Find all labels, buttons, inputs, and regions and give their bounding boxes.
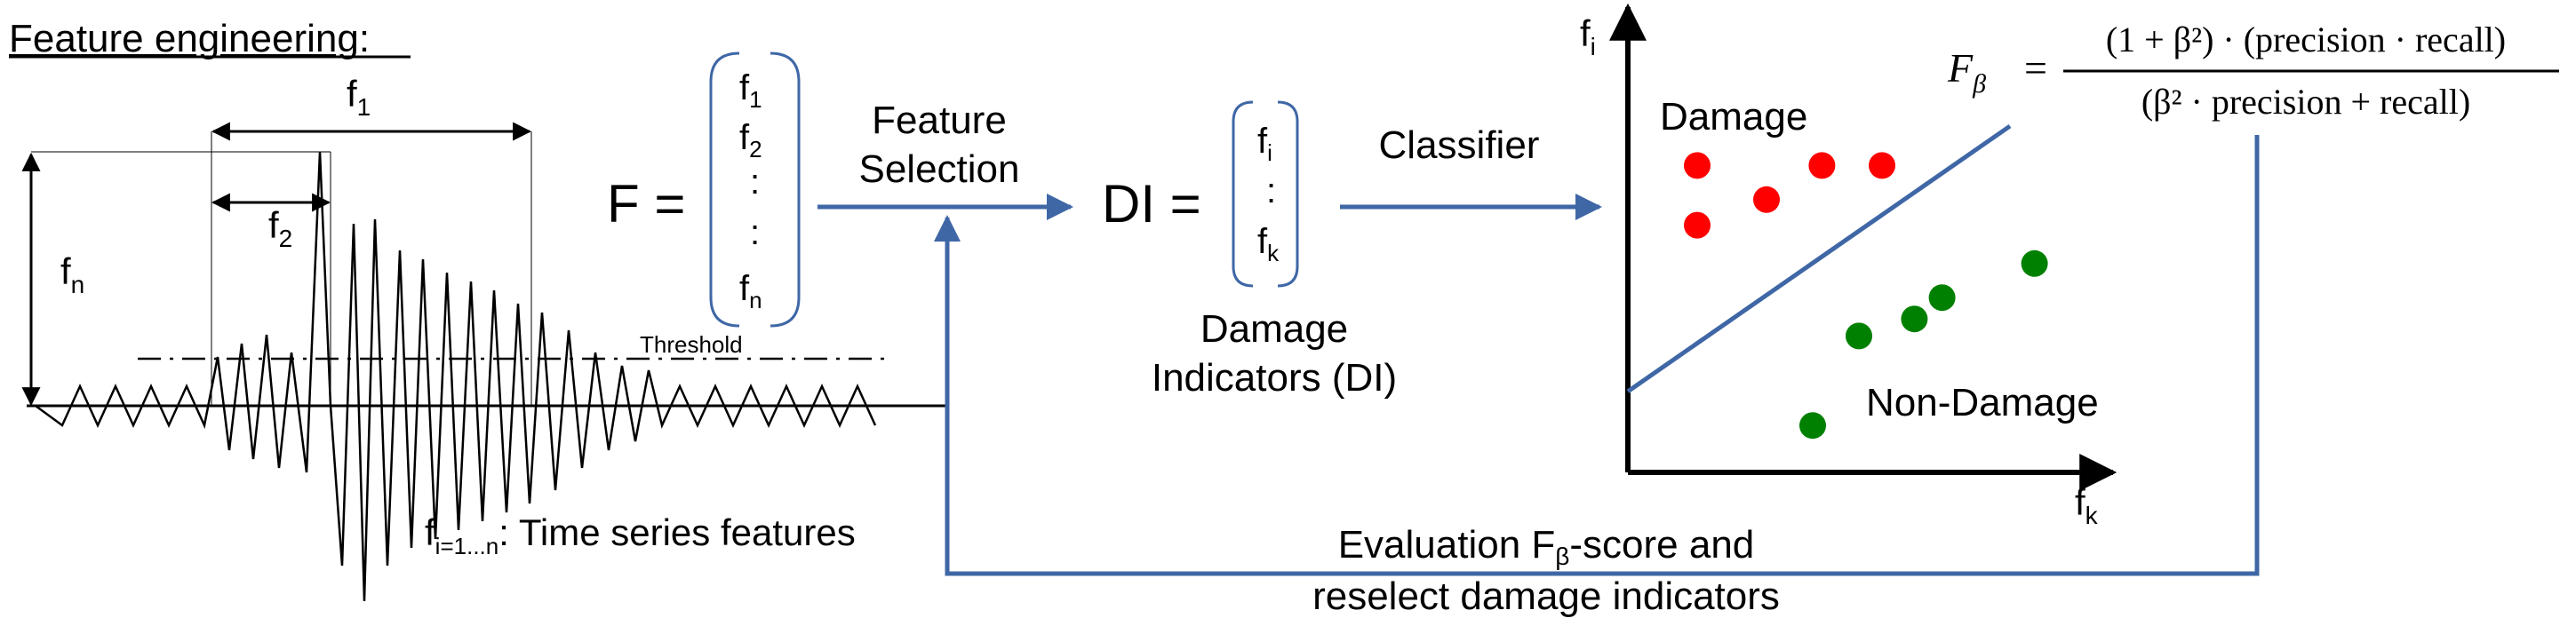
di-caption-line1: Damage bbox=[1200, 307, 1348, 351]
di-vector-entry: fi bbox=[1257, 122, 1272, 166]
feature-vector-right-bracket bbox=[770, 52, 801, 328]
feature-vector-entry: f1 bbox=[739, 68, 762, 113]
feature-vector: F = f1 f2 : : fn bbox=[607, 52, 801, 328]
damage-point bbox=[1684, 211, 1711, 239]
fn-label: fn bbox=[60, 250, 84, 298]
x-axis-label: fk bbox=[2075, 481, 2099, 529]
feature-vector-entries: f1 f2 : : fn bbox=[739, 68, 762, 313]
feedback-arrow bbox=[934, 135, 2260, 576]
evaluation-label-line1: Evaluation Fβ-score and bbox=[1338, 523, 1755, 570]
di-vector-lhs: DI = bbox=[1102, 174, 1201, 234]
classifier-label: Classifier bbox=[1379, 123, 1540, 167]
threshold-label: Threshold bbox=[640, 331, 743, 358]
formula-equals: = bbox=[2024, 45, 2047, 91]
feature-vector-entry: f2 bbox=[739, 118, 762, 162]
di-vector-entry: : bbox=[1266, 171, 1276, 210]
time-series-features-legend: fi=1...n: Time series features bbox=[425, 511, 856, 559]
di-vector-entry: fk bbox=[1257, 222, 1280, 266]
damage-indicator-vector: DI = fi : fk Damage Indicators (DI) bbox=[1102, 100, 1397, 400]
formula-numerator: (1 + β²) · (precision · recall) bbox=[2106, 20, 2506, 59]
f2-label: f2 bbox=[268, 204, 292, 252]
feature-engineering-panel: Feature engineering: Threshold f1 f2 fn … bbox=[9, 17, 948, 602]
damage-point bbox=[1753, 186, 1780, 213]
classifier-step: Classifier bbox=[1340, 123, 1602, 220]
formula-denominator: (β² · precision + recall) bbox=[2141, 82, 2470, 122]
damage-point bbox=[1808, 152, 1836, 179]
time-series-signal bbox=[35, 151, 877, 602]
di-caption-line2: Indicators (DI) bbox=[1152, 356, 1397, 400]
non-damage-points bbox=[1799, 250, 2048, 440]
non-damage-point bbox=[2021, 250, 2048, 277]
feature-vector-entry: fn bbox=[739, 269, 762, 313]
feature-vector-lhs: F = bbox=[607, 174, 685, 234]
formula-lhs: Fβ bbox=[1947, 45, 1986, 99]
damage-point bbox=[1869, 152, 1895, 179]
damage-class-label: Damage bbox=[1660, 95, 1807, 139]
feature-selection-label-line2: Selection bbox=[858, 147, 1019, 191]
feature-engineering-title: Feature engineering: bbox=[9, 17, 370, 60]
feature-selection-label-line1: Feature bbox=[872, 99, 1007, 142]
di-vector-left-bracket bbox=[1232, 100, 1254, 288]
non-damage-class-label: Non-Damage bbox=[1866, 381, 2099, 424]
damage-points bbox=[1684, 152, 1895, 239]
damage-point bbox=[1684, 152, 1711, 179]
non-damage-point bbox=[1928, 284, 1956, 312]
non-damage-point bbox=[1846, 322, 1872, 350]
feature-vector-entry: : bbox=[750, 162, 760, 202]
non-damage-point bbox=[1901, 305, 1928, 333]
decision-boundary bbox=[1626, 123, 2012, 393]
f-beta-formula: Fβ = (1 + β²) · (precision · recall) (β²… bbox=[1947, 20, 2559, 122]
feature-vector-left-bracket bbox=[709, 52, 740, 328]
classification-plot: fi fk Damage Non-Damage bbox=[1580, 3, 2117, 529]
non-damage-point bbox=[1799, 412, 1826, 440]
di-vector-right-bracket bbox=[1277, 100, 1299, 288]
feature-vector-entry: : bbox=[750, 213, 760, 252]
feature-selection-step: Feature Selection bbox=[817, 99, 1073, 220]
evaluation-feedback-loop: Evaluation Fβ-score and reselect damage … bbox=[934, 135, 2260, 618]
y-axis-label: fi bbox=[1580, 12, 1596, 60]
f1-label: f1 bbox=[347, 73, 371, 121]
evaluation-label-line2: reselect damage indicators bbox=[1312, 575, 1780, 618]
